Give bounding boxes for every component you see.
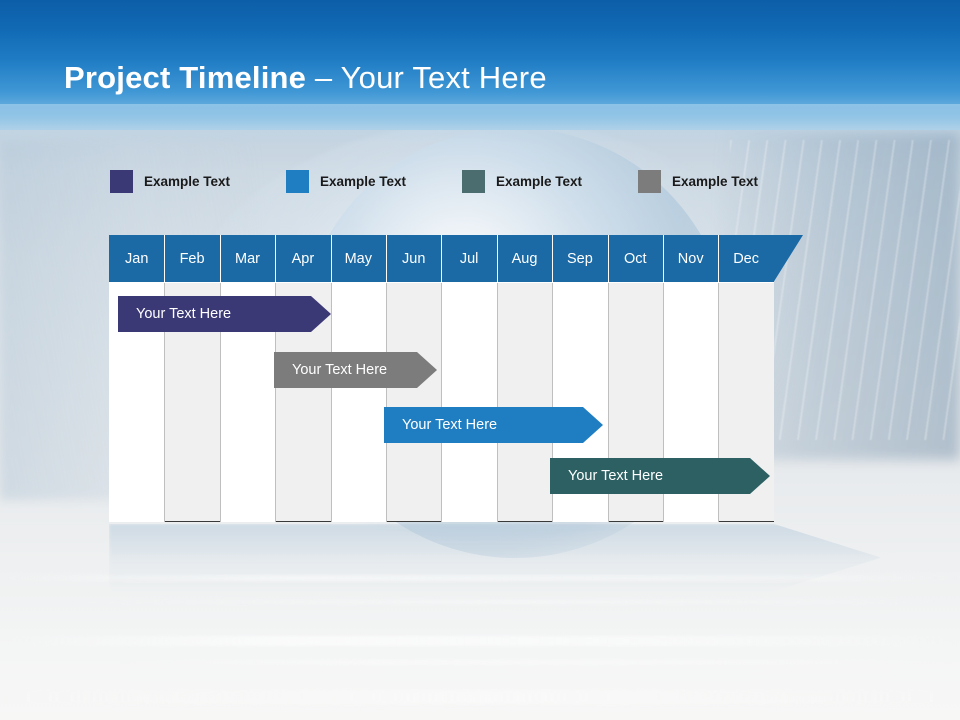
- grid-divider: [552, 235, 554, 522]
- grid-divider: [496, 235, 498, 522]
- task-bar-4[interactable]: Your Text Here: [550, 458, 770, 494]
- background-streak: [0, 575, 960, 581]
- legend-item-3[interactable]: Example Text: [462, 169, 582, 193]
- month-cell-jun[interactable]: Jun: [402, 251, 426, 267]
- legend-item-label: Example Text: [672, 173, 759, 189]
- task-bar-3[interactable]: Your Text Here: [384, 407, 603, 443]
- month-divider: [663, 235, 664, 283]
- grid-divider: [607, 235, 609, 522]
- month-cell-jan[interactable]: Jan: [125, 251, 149, 267]
- page-title-strong: Project Timeline: [64, 60, 307, 95]
- background-streak: [60, 600, 960, 604]
- month-divider: [219, 235, 221, 283]
- grid-divider: [663, 235, 664, 522]
- month-divider: [330, 235, 332, 283]
- legend-swatch-icon: [286, 169, 309, 193]
- month-header-row: Jan Feb Mar Apr May Jun Jul Aug Sep Oct …: [109, 235, 774, 283]
- month-cell-mar[interactable]: Mar: [235, 251, 260, 267]
- header-fade: [0, 104, 960, 144]
- grid-divider: [219, 235, 221, 522]
- legend-swatch-icon: [638, 169, 661, 193]
- legend-item-1[interactable]: Example Text: [110, 169, 230, 193]
- task-bar-1[interactable]: Your Text Here: [118, 296, 331, 332]
- page-title-light: Your Text Here: [340, 60, 547, 95]
- month-divider: [607, 235, 609, 283]
- grid-divider: [164, 235, 166, 522]
- month-cell-jul[interactable]: Jul: [459, 251, 479, 267]
- month-header-tail: [773, 235, 803, 283]
- legend-item-2[interactable]: Example Text: [286, 169, 406, 193]
- month-divider: [164, 235, 166, 283]
- month-cell-feb[interactable]: Feb: [179, 251, 205, 267]
- chart-reflection: [109, 524, 881, 592]
- month-divider: [275, 235, 277, 283]
- month-cell-may[interactable]: May: [344, 251, 372, 267]
- legend-item-4[interactable]: Example Text: [638, 169, 758, 193]
- background-streak: [120, 660, 960, 665]
- legend-item-label: Example Text: [496, 173, 583, 189]
- month-divider: [386, 235, 387, 283]
- month-cell-dec[interactable]: Dec: [733, 251, 759, 267]
- grid-divider: [718, 235, 720, 522]
- task-bar-3-label: Your Text Here: [402, 417, 498, 433]
- month-cell-oct[interactable]: Oct: [624, 251, 647, 267]
- page-title-separator: –: [306, 60, 341, 95]
- grid-divider: [441, 235, 443, 522]
- month-cell-aug[interactable]: Aug: [511, 251, 538, 267]
- background-streak: [0, 636, 960, 646]
- task-bar-1-label: Your Text Here: [136, 306, 232, 322]
- legend-item-label: Example Text: [320, 173, 407, 189]
- month-divider: [552, 235, 554, 283]
- month-cell-nov[interactable]: Nov: [677, 251, 704, 267]
- task-bar-2[interactable]: Your Text Here: [274, 352, 437, 388]
- month-divider: [496, 235, 498, 283]
- background-streak: [0, 690, 960, 704]
- legend: Example Text Example Text Example Text E…: [110, 169, 830, 195]
- page-title: Project Timeline – Your Text Here: [64, 60, 547, 96]
- timeline-chart: Jan Feb Mar Apr May Jun Jul Aug Sep Oct …: [109, 235, 881, 525]
- legend-swatch-icon: [110, 169, 133, 193]
- task-bar-4-label: Your Text Here: [568, 468, 664, 484]
- task-bar-2-label: Your Text Here: [292, 362, 388, 378]
- month-cell-sep[interactable]: Sep: [566, 251, 593, 267]
- legend-item-label: Example Text: [144, 173, 231, 189]
- month-cell-apr[interactable]: Apr: [291, 251, 315, 267]
- legend-swatch-icon: [462, 169, 485, 193]
- month-divider: [718, 235, 720, 283]
- month-divider: [441, 235, 443, 283]
